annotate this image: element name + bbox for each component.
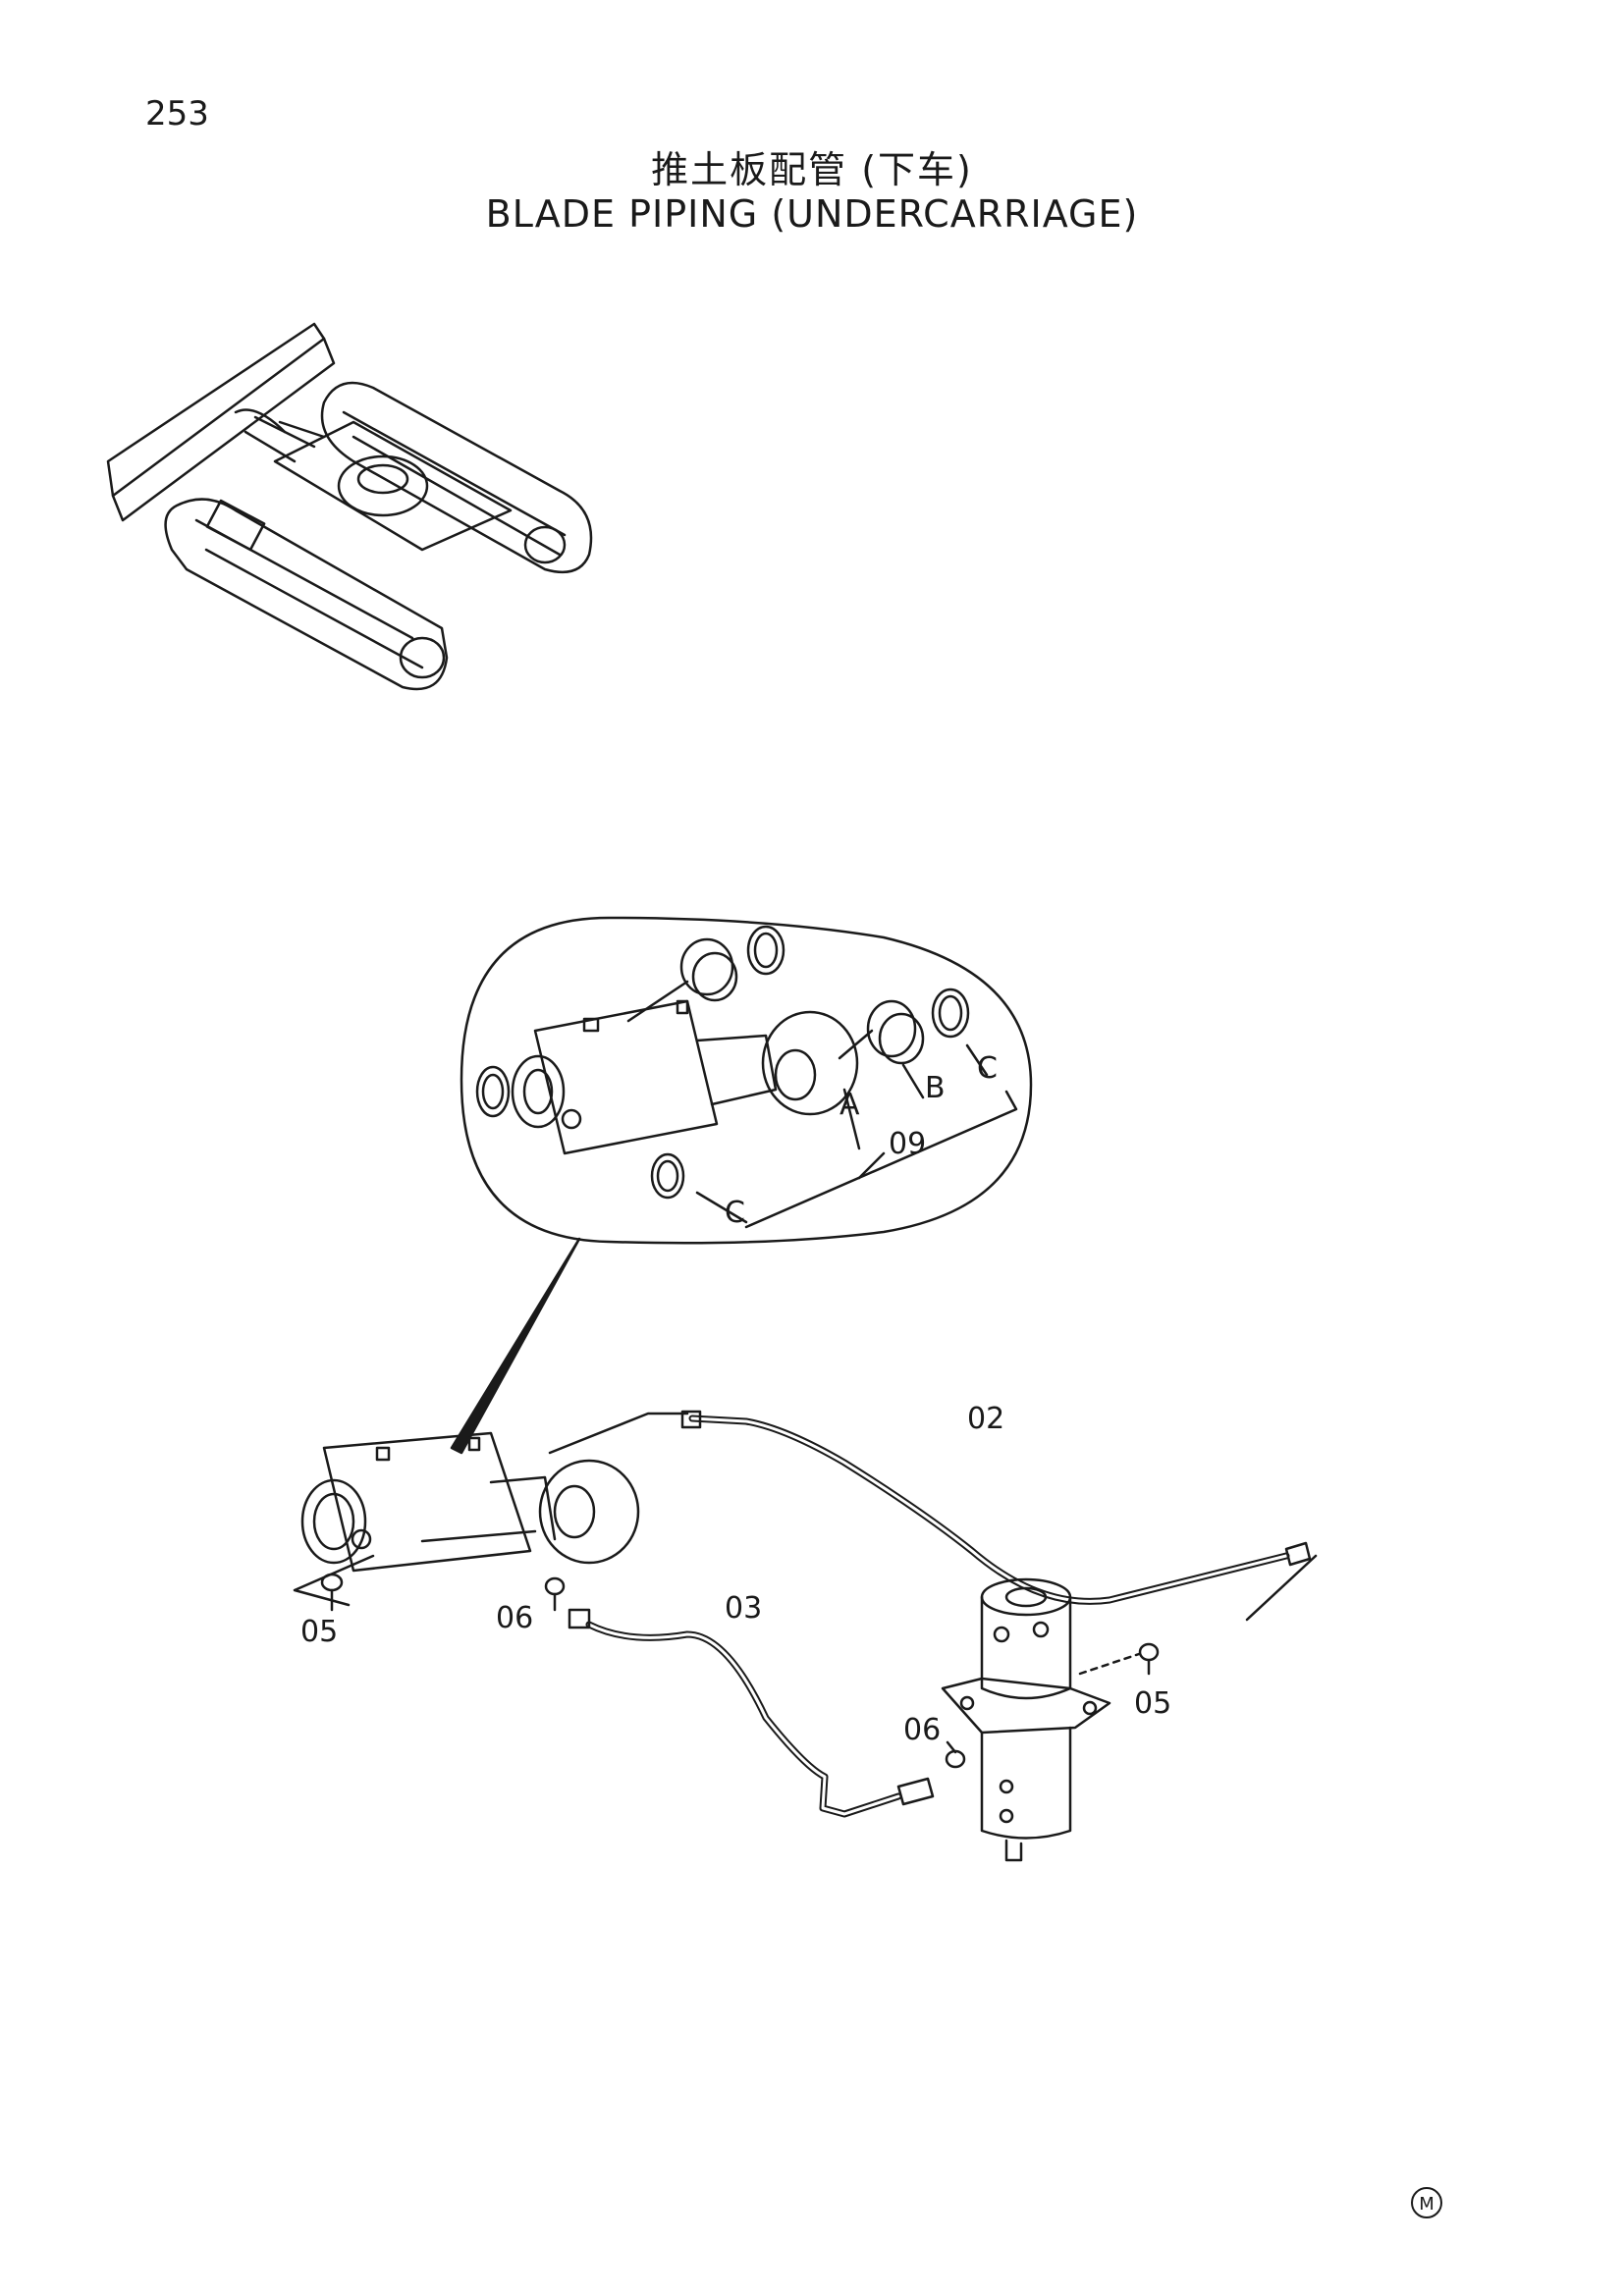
callout-c-top: C <box>977 1051 998 1086</box>
callout-05-right: 05 <box>1134 1686 1171 1721</box>
detail-pointer <box>450 1237 581 1455</box>
page-title-english: BLADE PIPING (UNDERCARRIAGE) <box>485 192 1139 236</box>
corner-mark: M <box>1411 2187 1442 2218</box>
callout-02: 02 <box>967 1402 1004 1436</box>
page-number: 253 <box>145 94 209 133</box>
blade-cylinder <box>293 1431 640 1607</box>
hose-03 <box>568 1608 935 1818</box>
page-title-chinese: 推土板配管 (下车) <box>651 148 973 191</box>
callout-09: 09 <box>889 1127 926 1161</box>
hose-02 <box>548 1410 1318 1622</box>
callout-b: B <box>925 1071 946 1105</box>
callout-05-left: 05 <box>300 1615 338 1649</box>
callout-a: A <box>839 1088 860 1122</box>
callout-06-right: 06 <box>903 1713 941 1747</box>
undercarriage-overview <box>106 322 593 691</box>
seal-kit-detail <box>460 916 1033 1245</box>
callout-c-bottom: C <box>725 1196 745 1230</box>
callout-06-left: 06 <box>496 1601 533 1635</box>
fittings <box>320 1573 1160 1769</box>
callout-03: 03 <box>725 1591 762 1626</box>
center-joint <box>941 1577 1111 1862</box>
